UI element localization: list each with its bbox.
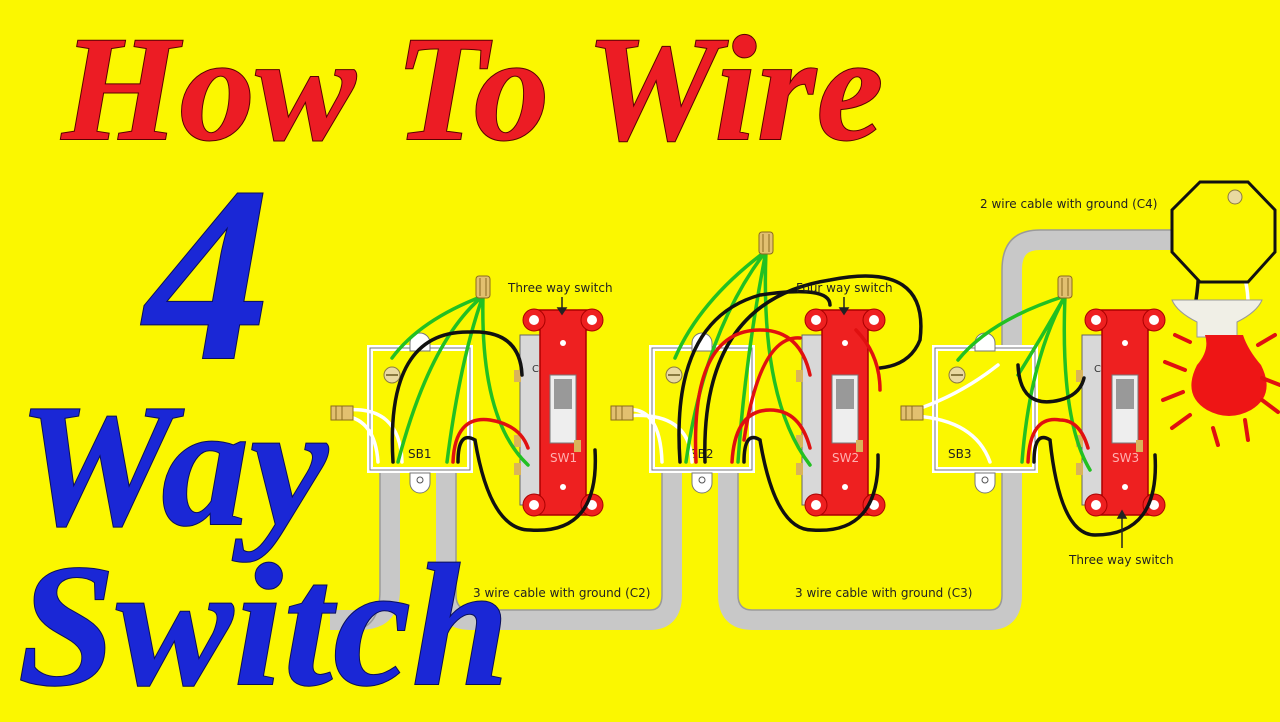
- switch-label-sw3: SW3: [1112, 451, 1139, 465]
- light-bulb-icon: [1191, 335, 1267, 416]
- box-label-sb3: SB3: [948, 447, 971, 461]
- label-sw3-type: Three way switch: [1068, 553, 1174, 567]
- three-way-switch-sw1: [513, 308, 604, 517]
- switch-label-sw2: SW2: [832, 451, 859, 465]
- four-way-switch-sw2: [795, 308, 886, 517]
- label-cable-c2: 3 wire cable with ground (C2): [473, 586, 651, 600]
- title-how-to-wire: How To Wire: [61, 5, 885, 173]
- common-terminal-label: C: [1094, 364, 1101, 375]
- wire-nut: [758, 231, 774, 255]
- switch-label-sw1: SW1: [550, 451, 577, 465]
- label-sw1-type: Three way switch: [507, 281, 613, 295]
- label-sw2-type: Four way switch: [796, 281, 893, 295]
- cables: [330, 230, 1180, 630]
- label-cable-c4: 2 wire cable with ground (C4): [980, 197, 1158, 211]
- cable-c2: [436, 470, 682, 630]
- wire-nut: [475, 275, 491, 299]
- three-way-switch-sw3: [1075, 308, 1166, 517]
- title-number: 4: [144, 136, 271, 413]
- wires: [343, 193, 1250, 537]
- light-rays: [1161, 333, 1280, 447]
- label-cable-c3: 3 wire cable with ground (C3): [795, 586, 973, 600]
- cable-c1: [330, 470, 400, 630]
- box-label-sb1: SB1: [408, 447, 431, 461]
- cable-connector: [330, 405, 354, 421]
- wire-nut: [1057, 275, 1073, 299]
- cable-c4: [1002, 230, 1180, 350]
- title-way: Way: [17, 368, 329, 562]
- cable-connector: [610, 405, 634, 421]
- cable-c3: [718, 470, 1022, 630]
- light-fixture: [1161, 180, 1280, 447]
- switch-box-sb3: [935, 333, 1035, 493]
- title-switch: Switch: [17, 528, 511, 722]
- common-terminal-label: C: [532, 364, 539, 375]
- switch-box-sb2: [652, 333, 752, 493]
- cable-connector: [900, 405, 924, 421]
